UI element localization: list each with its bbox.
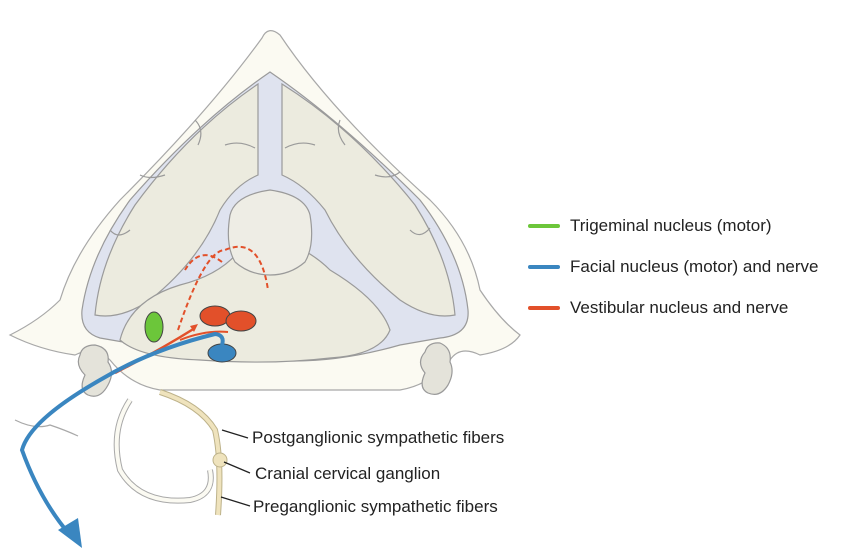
legend-swatch-green (528, 223, 560, 228)
vestibular-arrowhead (190, 324, 198, 332)
legend-swatch-blue (528, 264, 560, 269)
vestibular-projection (177, 245, 269, 331)
legend-item-facial: Facial nucleus (motor) and nerve (528, 246, 819, 287)
right-tympanic-bulla (419, 342, 453, 395)
facial-nerve (19, 331, 225, 537)
left-hemisphere (94, 82, 259, 317)
legend-item-trigeminal: Trigeminal nucleus (motor) (528, 205, 819, 246)
legend-label: Facial nucleus (motor) and nerve (570, 256, 819, 276)
sulci (109, 119, 431, 236)
legend-swatch-red (528, 305, 560, 310)
cerebellum (227, 189, 313, 276)
left-tympanic-bulla (77, 344, 113, 397)
vestibular-nucleus-right (225, 310, 257, 332)
cranial-cervical-ganglion (212, 452, 228, 468)
facial-nerve-arrowhead (58, 518, 82, 548)
legend-label: Trigeminal nucleus (motor) (570, 215, 772, 235)
right-hemisphere (281, 82, 456, 317)
trigeminal-nucleus (144, 311, 164, 343)
legend-label: Vestibular nucleus and nerve (570, 297, 789, 317)
label-postganglionic: Postganglionic sympathetic fibers (252, 428, 505, 447)
leader-lines (220, 429, 251, 507)
legend-item-vestibular: Vestibular nucleus and nerve (528, 287, 819, 328)
label-ganglion: Cranial cervical ganglion (255, 464, 441, 483)
legend: Trigeminal nucleus (motor) Facial nucleu… (528, 205, 819, 328)
vestibular-nucleus-left (199, 305, 231, 327)
label-preganglionic: Preganglionic sympathetic fibers (253, 497, 498, 516)
sympathetic-fibers (159, 389, 223, 516)
facial-nucleus (207, 343, 237, 363)
left-bone-process (14, 419, 79, 437)
